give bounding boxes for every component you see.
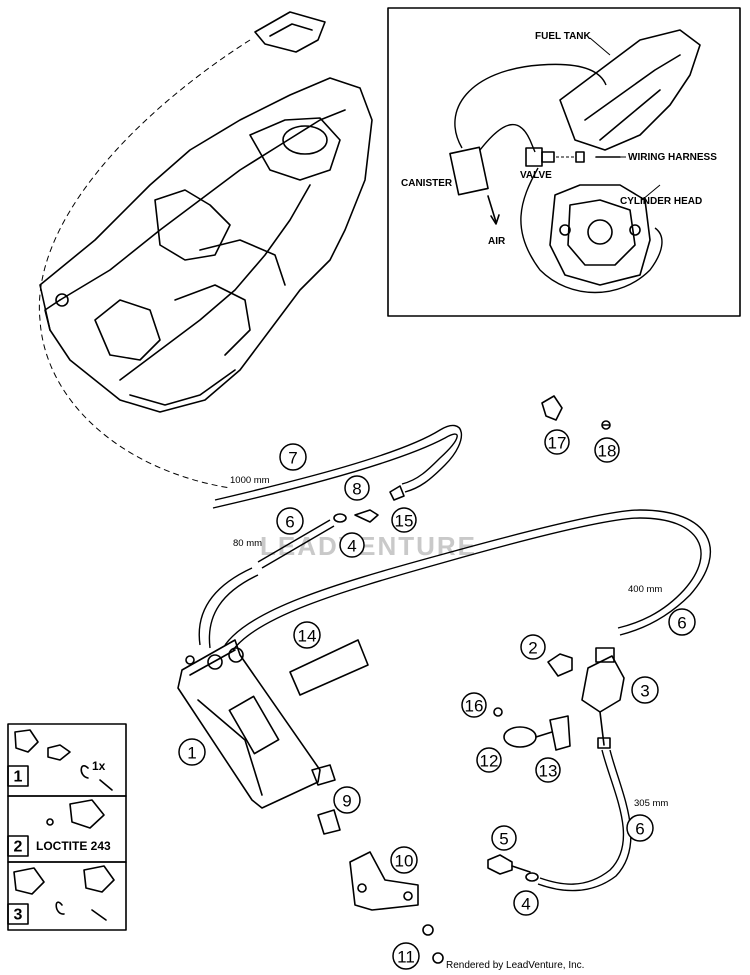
svg-text:10: 10 bbox=[395, 852, 414, 871]
callout-17: 17 bbox=[544, 429, 570, 455]
svg-text:5: 5 bbox=[499, 830, 508, 849]
hose-length-1000: 1000 mm bbox=[230, 475, 270, 486]
callout-10: 10 bbox=[390, 846, 418, 874]
svg-text:1: 1 bbox=[187, 744, 196, 763]
svg-text:6: 6 bbox=[285, 513, 294, 532]
callout-5: 5 bbox=[491, 825, 517, 851]
svg-text:14: 14 bbox=[298, 627, 317, 646]
note-1-number: 1 bbox=[14, 769, 23, 786]
callout-12: 12 bbox=[476, 747, 502, 773]
callout-1: 1 bbox=[178, 738, 206, 766]
hoses bbox=[198, 424, 712, 892]
label-wiring-harness: WIRING HARNESS bbox=[628, 152, 717, 163]
callout-6-a: 6 bbox=[276, 507, 304, 535]
svg-text:18: 18 bbox=[598, 442, 617, 461]
callout-6-b: 6 bbox=[668, 608, 696, 636]
note-3-number: 3 bbox=[14, 907, 23, 924]
parts bbox=[177, 395, 625, 964]
svg-text:17: 17 bbox=[548, 434, 567, 453]
callout-8: 8 bbox=[344, 475, 370, 501]
callout-15: 15 bbox=[391, 507, 417, 533]
callout-16: 16 bbox=[461, 692, 487, 718]
label-fuel-tank: FUEL TANK bbox=[535, 31, 592, 42]
callout-4-a: 4 bbox=[339, 532, 365, 558]
callout-2: 2 bbox=[520, 634, 546, 660]
callout-6-c: 6 bbox=[626, 814, 654, 842]
svg-text:13: 13 bbox=[539, 762, 558, 781]
label-valve: VALVE bbox=[520, 170, 552, 181]
svg-text:15: 15 bbox=[395, 512, 414, 531]
svg-text:9: 9 bbox=[342, 792, 351, 811]
svg-text:11: 11 bbox=[397, 948, 415, 967]
callout-14: 14 bbox=[293, 621, 321, 649]
callout-9: 9 bbox=[333, 786, 361, 814]
note-1-quantity: 1x bbox=[92, 759, 106, 773]
svg-text:7: 7 bbox=[288, 449, 297, 468]
callout-4-b: 4 bbox=[513, 890, 539, 916]
notes-panel: 1 2 3 1x LOCTITE 243 bbox=[7, 723, 127, 931]
callout-7: 7 bbox=[279, 443, 307, 471]
footer-credit: Rendered by LeadVenture, Inc. bbox=[446, 960, 584, 971]
label-air: AIR bbox=[488, 236, 506, 247]
fuel-tank-illustration bbox=[38, 11, 373, 489]
callout-18: 18 bbox=[594, 437, 620, 463]
svg-text:8: 8 bbox=[352, 480, 361, 499]
svg-text:3: 3 bbox=[640, 682, 649, 701]
hose-length-305: 305 mm bbox=[634, 798, 668, 809]
callout-13: 13 bbox=[535, 757, 561, 783]
label-canister: CANISTER bbox=[401, 178, 453, 189]
svg-text:6: 6 bbox=[677, 614, 686, 633]
svg-text:12: 12 bbox=[480, 752, 499, 771]
svg-text:2: 2 bbox=[528, 639, 537, 658]
svg-text:6: 6 bbox=[635, 820, 644, 839]
svg-text:4: 4 bbox=[521, 895, 530, 914]
label-cylinder-head: CYLINDER HEAD bbox=[620, 196, 702, 207]
watermark: LEADVENTURE bbox=[260, 531, 477, 561]
note-2-number: 2 bbox=[14, 839, 23, 856]
inset-schematic: FUEL TANK CANISTER VALVE WIRING HARNESS … bbox=[387, 7, 741, 317]
callout-3: 3 bbox=[631, 676, 659, 704]
svg-text:4: 4 bbox=[347, 537, 356, 556]
svg-text:16: 16 bbox=[465, 697, 484, 716]
hose-length-80: 80 mm bbox=[233, 538, 262, 549]
callout-11: 11 bbox=[392, 942, 420, 970]
hose-length-400: 400 mm bbox=[628, 584, 662, 595]
note-2-text: LOCTITE 243 bbox=[36, 839, 111, 853]
